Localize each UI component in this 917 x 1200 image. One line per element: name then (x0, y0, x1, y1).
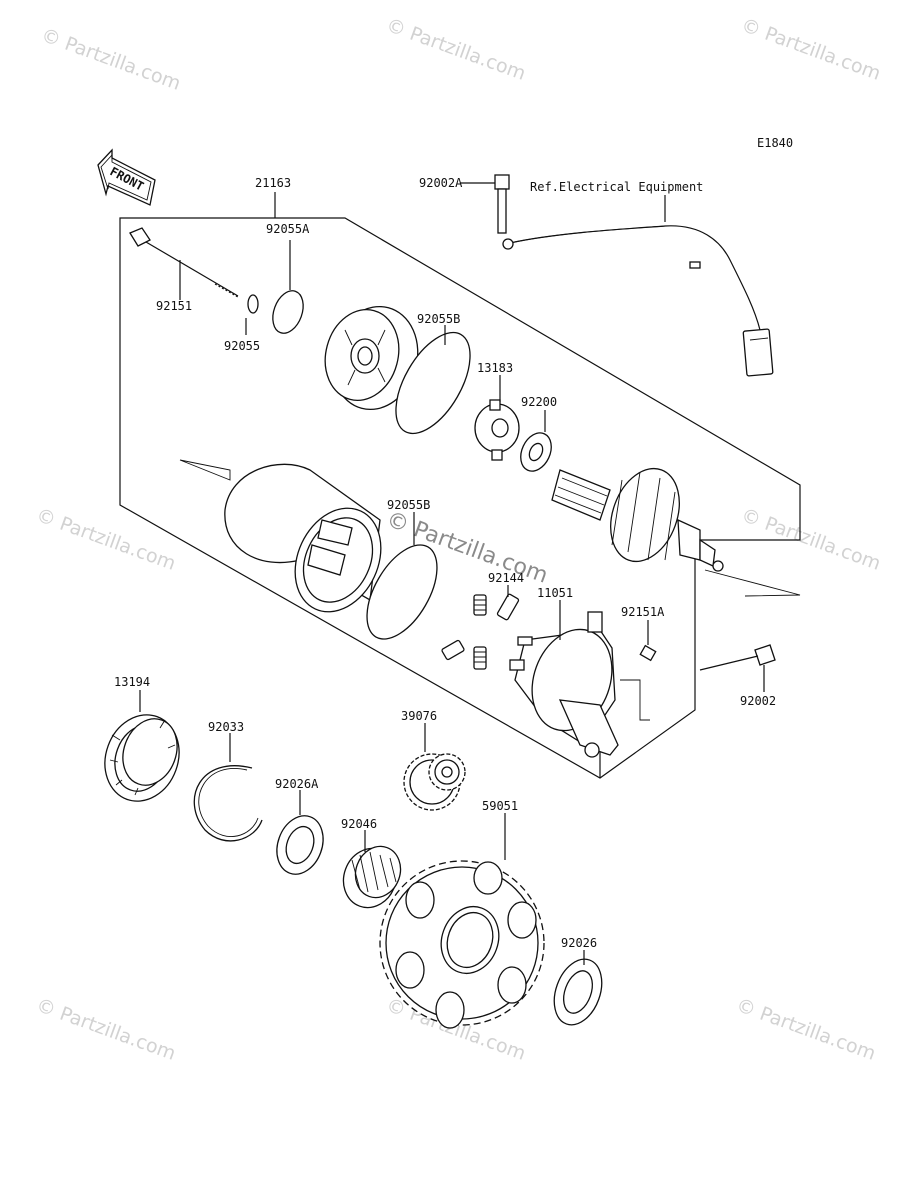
plate-13183 (474, 375, 520, 461)
part-label-92200: 92200 (521, 395, 557, 409)
o-ring-92055b-mid (366, 512, 438, 640)
part-label-13194: 13194 (114, 675, 150, 689)
bolt-92002 (699, 644, 776, 692)
part-label-92151: 92151 (156, 299, 192, 313)
watermark: © Partzilla.com (733, 994, 878, 1065)
part-label-92046: 92046 (341, 817, 377, 831)
part-label-92033: 92033 (208, 720, 244, 734)
part-label-92151a: 92151A (621, 605, 665, 619)
front-arrow-icon: FRONT (97, 148, 156, 206)
part-label-92055b-mid: 92055B (387, 498, 430, 512)
armature (179, 459, 801, 597)
washer-92026 (553, 950, 603, 1026)
springs-92144 (441, 585, 520, 670)
washer-92200 (520, 410, 552, 472)
watermark: © Partzilla.com (383, 14, 528, 85)
clutch-13194 (104, 690, 180, 802)
watermark: © Partzilla.com (738, 14, 883, 85)
end-cover-11051 (509, 600, 650, 758)
o-rings-front (245, 240, 304, 335)
bearing-92046 (342, 830, 402, 909)
part-labels: 21163 92002A Ref.Electrical Equipment 92… (114, 176, 776, 950)
screw-92151a (639, 620, 657, 662)
circlip-92033 (193, 733, 263, 842)
part-label-92026a: 92026A (275, 777, 319, 791)
part-label-13183: 13183 (477, 361, 513, 375)
ref-note: Ref.Electrical Equipment (530, 180, 703, 194)
part-label-59051: 59051 (482, 799, 518, 813)
watermark: © Partzilla.com (33, 994, 178, 1065)
gear-39076 (403, 723, 466, 811)
long-bolt-92151 (129, 227, 239, 300)
gear-59051 (379, 813, 545, 1029)
assembly-outline (119, 192, 801, 779)
watermark: © Partzilla.com (33, 504, 178, 575)
part-label-21163: 21163 (255, 176, 291, 190)
part-label-92055: 92055 (224, 339, 260, 353)
part-label-92026: 92026 (561, 936, 597, 950)
yoke-housing (224, 463, 382, 613)
watermark: © Partzilla.com (38, 24, 183, 95)
part-label-39076: 39076 (401, 709, 437, 723)
part-label-92144: 92144 (488, 571, 524, 585)
bolt-92002a (460, 174, 510, 234)
wire-harness (502, 195, 774, 377)
o-ring-92055b-top (395, 325, 471, 435)
part-label-11051: 11051 (537, 586, 573, 600)
part-label-92055b-top: 92055B (417, 312, 460, 326)
part-label-92002a: 92002A (419, 176, 463, 190)
diagram-code: E1840 (757, 136, 793, 150)
washer-92026a (276, 790, 324, 875)
part-label-92002: 92002 (740, 694, 776, 708)
part-label-92055a: 92055A (266, 222, 310, 236)
front-cover (324, 305, 419, 411)
